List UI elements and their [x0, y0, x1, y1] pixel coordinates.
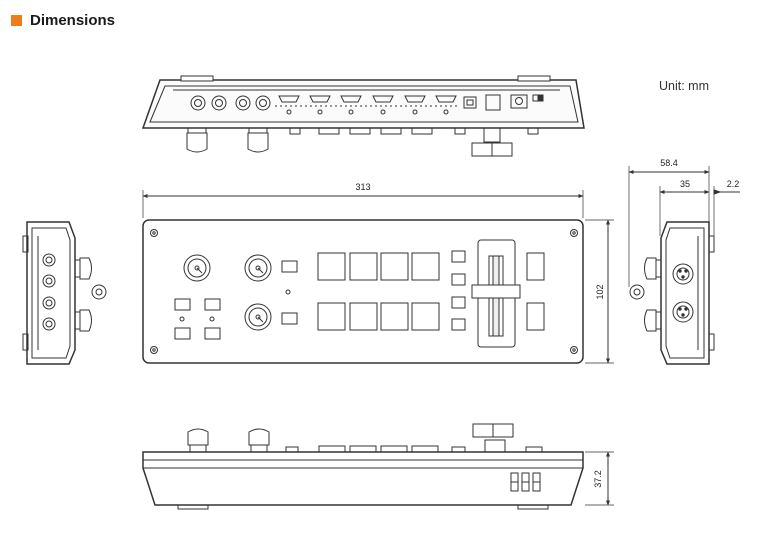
rear-view — [141, 75, 585, 157]
side-body-dimension-label: 35 — [680, 179, 690, 189]
source-buttons — [317, 252, 440, 331]
depth-dimension-label: 102 — [595, 284, 605, 299]
orange-square-icon — [11, 14, 22, 26]
left-side-view — [22, 221, 107, 365]
front-view — [142, 423, 614, 510]
section-title: Dimensions — [30, 11, 116, 29]
hdmi-ports — [275, 95, 458, 115]
unit-label: Unit: mm — [659, 79, 709, 93]
top-view — [142, 190, 614, 364]
rca-jacks — [190, 95, 271, 111]
rotary-knobs — [183, 254, 272, 331]
width-dimension-label: 313 — [355, 182, 370, 192]
t-bar-fader — [471, 239, 521, 348]
right-side-view — [628, 166, 740, 365]
height-dimension-label: 37.2 — [593, 470, 603, 488]
section-heading: Dimensions — [11, 10, 115, 30]
side-offset-dimension-label: 2.2 — [727, 179, 740, 189]
side-overall-dimension-label: 58.4 — [660, 158, 678, 168]
